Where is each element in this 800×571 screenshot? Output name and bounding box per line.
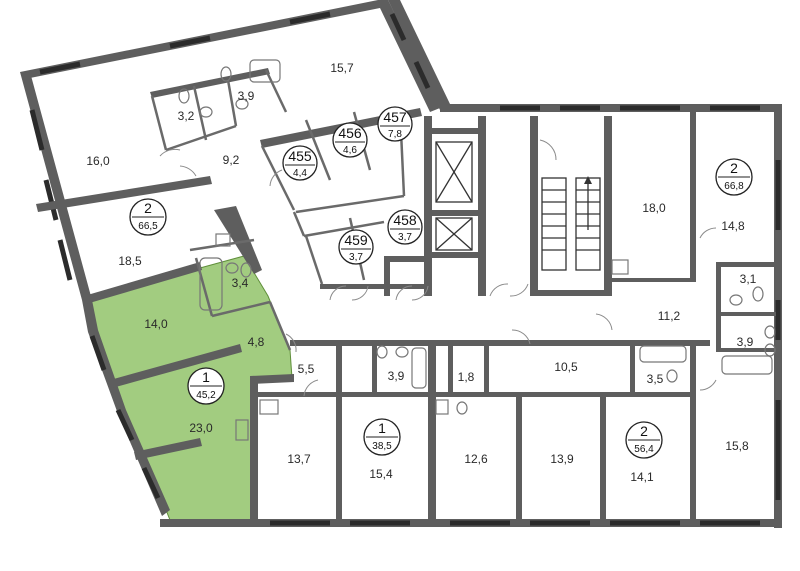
storage-number: 459 (344, 232, 368, 248)
room-area-label: 9,2 (223, 153, 240, 167)
door-swings (159, 139, 717, 397)
apartment-area: 56,4 (634, 444, 654, 455)
sanitary-fixtures (178, 59, 776, 441)
storage-area: 4,6 (343, 145, 357, 156)
apartment-rooms: 2 (730, 160, 738, 176)
room-area-label: 11,2 (658, 309, 681, 323)
storage-number: 457 (383, 109, 407, 125)
room-area-label: 18,0 (642, 201, 666, 215)
apartment-badge-selected[interactable]: 1 45,2 (187, 367, 225, 405)
room-area-label: 3,9 (238, 89, 255, 103)
apartment-area: 38,5 (372, 441, 392, 452)
room-area-label: 15,8 (725, 439, 749, 453)
apartment-badge[interactable]: 2 66,8 (715, 158, 753, 196)
room-area-label: 3,4 (232, 276, 249, 290)
apartment-badge[interactable]: 2 66,5 (129, 198, 167, 236)
room-area-label: 14,1 (630, 470, 654, 484)
room-area-label: 14,0 (144, 317, 168, 331)
apartment-area: 66,5 (138, 221, 158, 232)
room-area-label: 15,7 (330, 61, 354, 75)
storage-badge[interactable]: 458 3,7 (387, 209, 423, 245)
room-area-label: 12,6 (464, 452, 488, 466)
room-area-label: 13,7 (287, 452, 311, 466)
room-area-label: 23,0 (189, 421, 213, 435)
room-area-label: 16,0 (86, 154, 110, 168)
room-area-label: 3,2 (178, 109, 195, 123)
room-area-label: 4,8 (248, 335, 265, 349)
storage-number: 455 (288, 148, 312, 164)
storage-badge[interactable]: 456 4,6 (332, 122, 368, 158)
apartment-rooms: 2 (640, 423, 648, 439)
room-area-label: 3,5 (647, 372, 664, 386)
apartment-rooms: 1 (378, 420, 386, 436)
apartment-rooms: 1 (202, 369, 210, 385)
storage-badge[interactable]: 455 4,4 (282, 145, 318, 181)
room-area-label: 18,5 (118, 254, 142, 268)
storage-badge[interactable]: 459 3,7 (338, 229, 374, 265)
apartment-badge[interactable]: 2 56,4 (625, 421, 663, 459)
room-labels: 15,7 3,9 3,2 16,0 9,2 18,5 3,4 14,0 4,8 … (86, 61, 756, 484)
storage-number: 456 (338, 125, 362, 141)
apartment-area: 45,2 (196, 390, 216, 401)
storage-area: 4,4 (293, 168, 307, 179)
storage-badge[interactable]: 457 7,8 (377, 106, 413, 142)
apartment-rooms: 2 (144, 200, 152, 216)
room-area-label: 3,9 (388, 369, 405, 383)
apartment-badge[interactable]: 1 38,5 (363, 418, 401, 456)
room-area-label: 3,9 (737, 335, 754, 349)
storage-area: 3,7 (349, 252, 363, 263)
room-area-label: 14,8 (721, 219, 745, 233)
room-area-label: 5,5 (298, 362, 315, 376)
storage-number: 458 (393, 212, 417, 228)
storage-area: 3,7 (398, 232, 412, 243)
room-area-label: 15,4 (369, 467, 393, 481)
apartment-area: 66,8 (724, 181, 744, 192)
room-area-label: 10,5 (554, 360, 578, 374)
storage-area: 7,8 (388, 129, 402, 140)
room-area-label: 1,8 (458, 370, 475, 384)
interior-walls (36, 68, 776, 520)
room-area-label: 3,1 (740, 272, 757, 286)
core-shafts (435, 141, 601, 271)
room-area-label: 13,9 (550, 452, 574, 466)
windows (29, 11, 781, 526)
